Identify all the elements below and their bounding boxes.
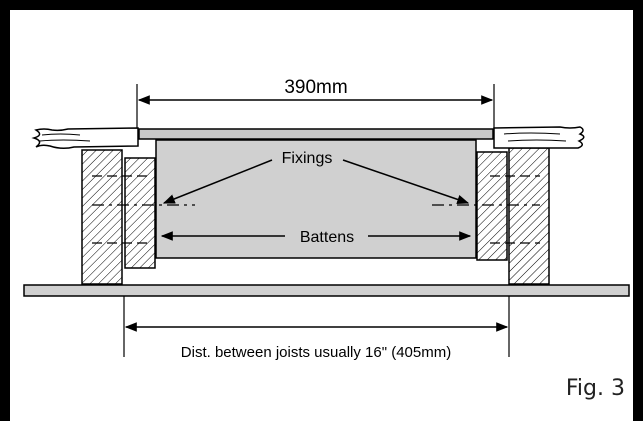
left-floorboard [31, 127, 139, 150]
floor-beam [23, 284, 630, 297]
access-panel-body [155, 139, 477, 259]
battens-label: Battens [300, 229, 354, 246]
fixings-arrow-left [162, 159, 273, 204]
right-batten [476, 151, 508, 261]
right-joist [508, 147, 550, 285]
width-label: 390mm [284, 77, 347, 98]
access-board [138, 128, 494, 140]
joist-distance-label: Dist. between joists usually 16" (405mm) [181, 344, 451, 361]
right-floorboard [493, 126, 585, 149]
fixings-arrow-right [342, 159, 470, 205]
left-joist [81, 149, 123, 285]
figure-number: Fig. 3 [565, 376, 625, 401]
fixings-label: Fixings [282, 150, 333, 167]
left-batten [124, 157, 156, 269]
fixing-screws [92, 175, 540, 244]
